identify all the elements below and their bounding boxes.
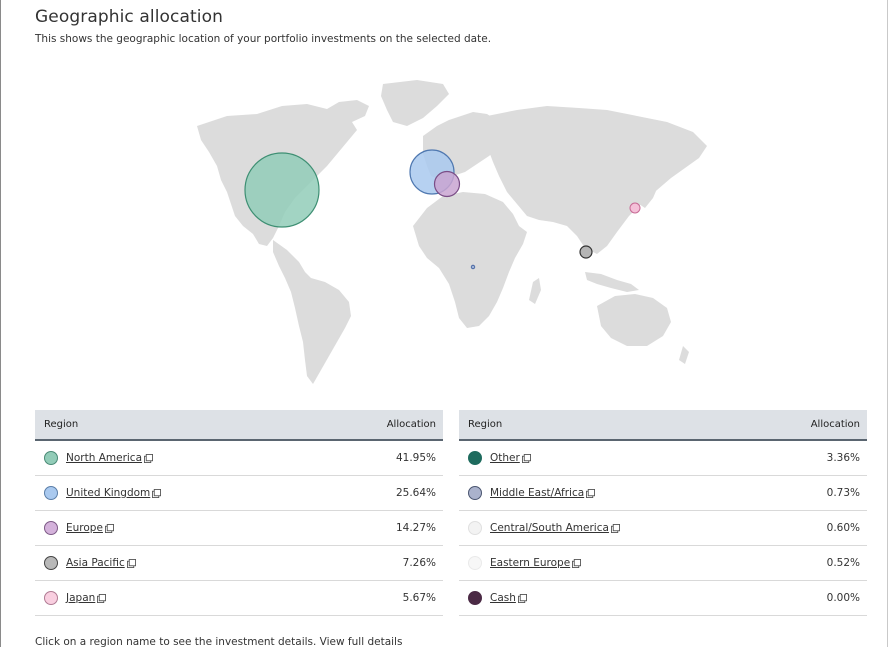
marker-japan bbox=[629, 202, 641, 214]
allocation-value: 7.26% bbox=[402, 557, 436, 569]
allocation-value: 0.52% bbox=[826, 557, 860, 569]
column-header-allocation: Allocation bbox=[386, 419, 436, 430]
table-row: Middle East/Africa 0.73% bbox=[459, 476, 867, 511]
marker-asia-pacific bbox=[579, 245, 593, 259]
legend-dot bbox=[468, 591, 482, 605]
table-row: Asia Pacific 7.26% bbox=[35, 546, 443, 581]
marker-middle-east-africa bbox=[470, 264, 476, 270]
region-link-eastern-europe[interactable]: Eastern Europe bbox=[490, 557, 571, 569]
table-row: Central/South America 0.60% bbox=[459, 511, 867, 546]
allocation-value: 25.64% bbox=[395, 487, 436, 499]
allocation-value: 3.36% bbox=[826, 452, 860, 464]
allocation-value: 14.27% bbox=[395, 522, 436, 534]
external-link-icon[interactable] bbox=[586, 488, 596, 498]
region-link-middle-east-africa[interactable]: Middle East/Africa bbox=[490, 487, 585, 499]
legend-dot bbox=[468, 451, 482, 465]
legend-dot bbox=[44, 486, 58, 500]
table-row: Europe 14.27% bbox=[35, 511, 443, 546]
column-header-allocation: Allocation bbox=[810, 419, 860, 430]
table-row: Other 3.36% bbox=[459, 441, 867, 476]
region-link-north-america[interactable]: North America bbox=[66, 452, 143, 464]
table-row: Japan 5.67% bbox=[35, 581, 443, 616]
legend-dot bbox=[468, 556, 482, 570]
marker-europe bbox=[433, 170, 461, 198]
external-link-icon[interactable] bbox=[126, 558, 136, 568]
world-map bbox=[197, 80, 707, 384]
external-link-icon[interactable] bbox=[97, 593, 107, 603]
table-header: Region Allocation bbox=[459, 410, 867, 441]
region-link-cash[interactable]: Cash bbox=[490, 592, 516, 604]
allocation-value: 41.95% bbox=[395, 452, 436, 464]
legend-dot bbox=[44, 521, 58, 535]
table-header: Region Allocation bbox=[35, 410, 443, 441]
table-row: Cash 0.00% bbox=[459, 581, 867, 616]
external-link-icon[interactable] bbox=[144, 453, 154, 463]
external-link-icon[interactable] bbox=[610, 523, 620, 533]
allocation-bubbles bbox=[244, 149, 641, 270]
allocation-value: 0.00% bbox=[826, 592, 860, 604]
column-header-region: Region bbox=[44, 419, 79, 430]
table-row: United Kingdom 25.64% bbox=[35, 476, 443, 511]
marker-north-america bbox=[244, 152, 320, 228]
table-row: North America 41.95% bbox=[35, 441, 443, 476]
region-link-japan[interactable]: Japan bbox=[66, 592, 96, 604]
external-link-icon[interactable] bbox=[521, 453, 531, 463]
map-land bbox=[197, 80, 707, 384]
region-link-other[interactable]: Other bbox=[490, 452, 520, 464]
allocation-value: 5.67% bbox=[402, 592, 436, 604]
page-subtitle: This shows the geographic location of yo… bbox=[35, 33, 492, 45]
allocation-table-right: Region Allocation Other 3.36% Middle Eas… bbox=[459, 410, 867, 616]
region-link-europe[interactable]: Europe bbox=[66, 522, 103, 534]
legend-dot bbox=[44, 556, 58, 570]
external-link-icon[interactable] bbox=[104, 523, 114, 533]
legend-dot bbox=[468, 521, 482, 535]
legend-dot bbox=[44, 451, 58, 465]
footer-note: Click on a region name to see the invest… bbox=[35, 636, 403, 648]
allocation-value: 0.60% bbox=[826, 522, 860, 534]
table-row: Eastern Europe 0.52% bbox=[459, 546, 867, 581]
region-link-central-south-america[interactable]: Central/South America bbox=[490, 522, 609, 534]
external-link-icon[interactable] bbox=[572, 558, 582, 568]
external-link-icon[interactable] bbox=[517, 593, 527, 603]
region-link-united-kingdom[interactable]: United Kingdom bbox=[66, 487, 151, 499]
legend-dot bbox=[44, 591, 58, 605]
page-title: Geographic allocation bbox=[35, 7, 223, 27]
allocation-table-left: Region Allocation North America 41.95% U… bbox=[35, 410, 443, 616]
external-link-icon[interactable] bbox=[152, 488, 162, 498]
column-header-region: Region bbox=[468, 419, 503, 430]
region-link-asia-pacific[interactable]: Asia Pacific bbox=[66, 557, 125, 569]
legend-dot bbox=[468, 486, 482, 500]
allocation-value: 0.73% bbox=[826, 487, 860, 499]
